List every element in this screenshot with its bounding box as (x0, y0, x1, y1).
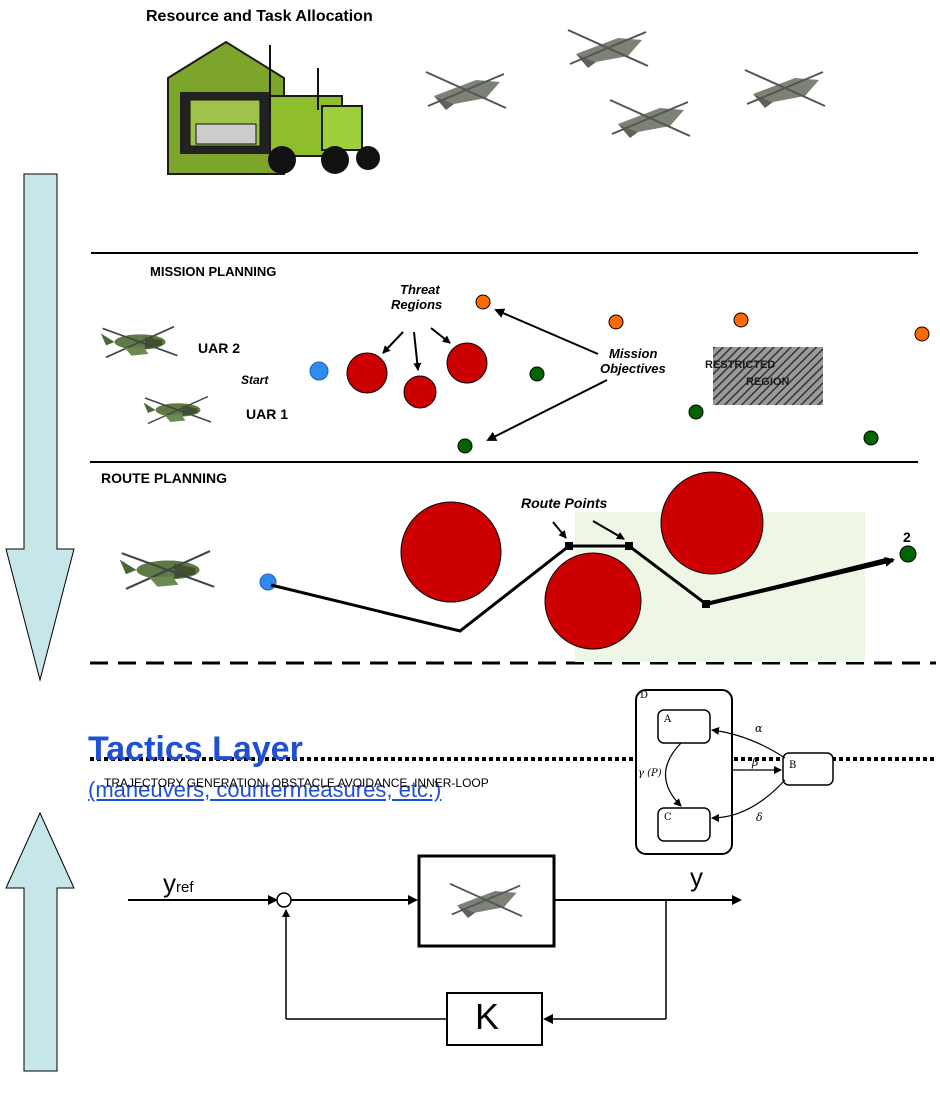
input-label: yref (163, 868, 194, 898)
controller-label: K (475, 996, 500, 1037)
start-point (259, 573, 277, 591)
route-point-arrow (592, 520, 625, 540)
route-points-label: Route Points (521, 495, 608, 511)
edge-beta-label: β (752, 756, 759, 769)
command-truck-icon (167, 40, 380, 175)
objective-arrow (494, 308, 599, 355)
threat-region (403, 375, 437, 409)
trajectory-heading: TRAJECTORY GENERATION, OBSTACLE AVOIDANC… (104, 776, 489, 790)
mission-objective (457, 294, 930, 454)
threat-arrow (413, 331, 422, 371)
objective-arrow (486, 379, 608, 441)
threat-region (446, 342, 488, 384)
edge-delta-label: δ (756, 811, 763, 824)
state-a-label: A (664, 714, 672, 725)
restricted-label: REGION (746, 376, 790, 388)
objectives-label: Mission (609, 346, 658, 361)
mission-planning-heading: MISSION PLANNING (150, 264, 277, 279)
threat-region (544, 552, 642, 650)
threat-label: Regions (391, 297, 443, 312)
tactics-title: Tactics Layer (88, 730, 303, 768)
upward-flow-arrow (5, 811, 75, 1072)
statechart (635, 689, 834, 855)
uar1-label: UAR 1 (246, 406, 289, 422)
threat-arrow (430, 327, 451, 344)
page-title: Resource and Task Allocation (146, 8, 373, 25)
uar2-label: UAR 2 (198, 340, 241, 356)
start-label: Start (241, 373, 269, 387)
threat-region (400, 501, 502, 603)
tactics-subtitle: (maneuvers, countermeasures, etc.) (88, 777, 442, 802)
mission-helicopters (100, 325, 212, 425)
state-c-label: C (664, 812, 672, 823)
route-point (565, 542, 710, 608)
statechart-label-d: D (640, 690, 649, 701)
threat-region (660, 471, 764, 575)
downward-flow-arrow (5, 173, 75, 682)
threat-region (346, 352, 388, 394)
route-final-leg (705, 556, 895, 606)
state-b-label: B (789, 760, 797, 771)
edge-alpha-label: α (755, 722, 763, 735)
restricted-region (713, 347, 823, 405)
restricted-label: RESTRICTED (705, 359, 776, 371)
threat-arrow (382, 331, 404, 354)
feedback-loop (128, 854, 742, 1046)
threat-label: Threat (400, 282, 440, 297)
objectives-label: Objectives (600, 361, 666, 376)
goal-label: 2 (903, 529, 911, 545)
goal-objective (899, 545, 917, 563)
start-point (309, 361, 329, 381)
helicopter-icon (118, 550, 216, 590)
helicopter-icon (425, 29, 826, 139)
output-label: y (690, 862, 703, 892)
route-planning-heading: ROUTE PLANNING (101, 470, 227, 486)
route-point-arrow (552, 521, 567, 539)
edge-gamma-label: γ (P) (638, 768, 662, 779)
